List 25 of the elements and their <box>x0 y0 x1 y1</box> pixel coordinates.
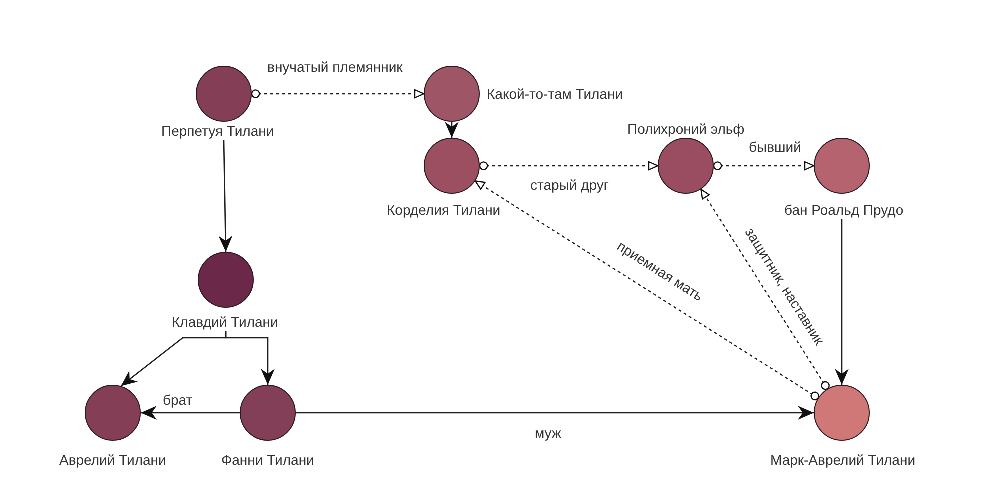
arrow <box>445 122 459 138</box>
arrow <box>479 161 659 171</box>
edge-label: внучатый племянник <box>268 58 403 76</box>
node-label: Полихроний эльф <box>628 121 745 138</box>
arrow <box>713 161 815 171</box>
arrow <box>835 219 849 385</box>
node-label: Марк-Аврелий Тилани <box>770 452 916 469</box>
edge-label: старый друг <box>530 176 610 194</box>
arrow <box>700 188 830 390</box>
node-label: Фанни Тилани <box>222 452 314 469</box>
arrow <box>141 406 240 420</box>
edge-label: брат <box>163 392 193 408</box>
arrow <box>218 140 233 252</box>
node-label: Клавдий Тилани <box>172 314 278 331</box>
node-label: Корделия Тилани <box>387 202 501 219</box>
arrow <box>225 331 275 385</box>
arrow <box>474 180 820 401</box>
node-label: бан Роальд Прудо <box>784 202 904 219</box>
arrow <box>296 406 814 420</box>
node-label: Аврелий Тилани <box>60 452 166 469</box>
node-label: Какой-то-там Тилани <box>487 86 624 102</box>
edge-label: бывший <box>749 138 802 156</box>
edge-label: муж <box>535 424 562 442</box>
arrow <box>251 89 425 99</box>
node-label: Перпетуя Тилани <box>162 123 274 140</box>
